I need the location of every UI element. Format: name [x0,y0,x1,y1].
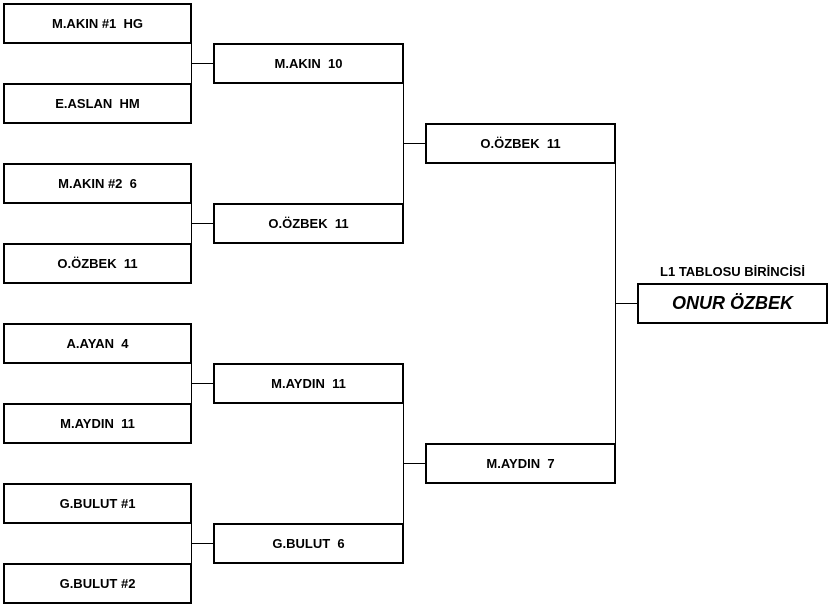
connector [403,143,426,144]
match-slot-r3-2: M.AYDIN 7 [425,443,616,484]
connector [191,383,214,384]
connector [191,223,214,224]
match-slot-r1-5: A.AYAN 4 [3,323,192,364]
winner-name: ONUR ÖZBEK [637,283,828,324]
match-slot-r2-1: M.AKIN 10 [213,43,404,84]
match-slot-r2-2: O.ÖZBEK 11 [213,203,404,244]
connector [403,463,426,464]
match-slot-r3-1: O.ÖZBEK 11 [425,123,616,164]
match-slot-r2-4: G.BULUT 6 [213,523,404,564]
connector [191,63,214,64]
winner-title: L1 TABLOSU BİRİNCİSİ [660,264,805,279]
match-slot-r1-1: M.AKIN #1 HG [3,3,192,44]
match-slot-r2-3: M.AYDIN 11 [213,363,404,404]
match-slot-r1-7: G.BULUT #1 [3,483,192,524]
match-slot-r1-8: G.BULUT #2 [3,563,192,604]
match-slot-r1-4: O.ÖZBEK 11 [3,243,192,284]
match-slot-r1-6: M.AYDIN 11 [3,403,192,444]
connector [615,303,638,304]
match-slot-r1-2: E.ASLAN HM [3,83,192,124]
connector [191,543,214,544]
match-slot-r1-3: M.AKIN #2 6 [3,163,192,204]
